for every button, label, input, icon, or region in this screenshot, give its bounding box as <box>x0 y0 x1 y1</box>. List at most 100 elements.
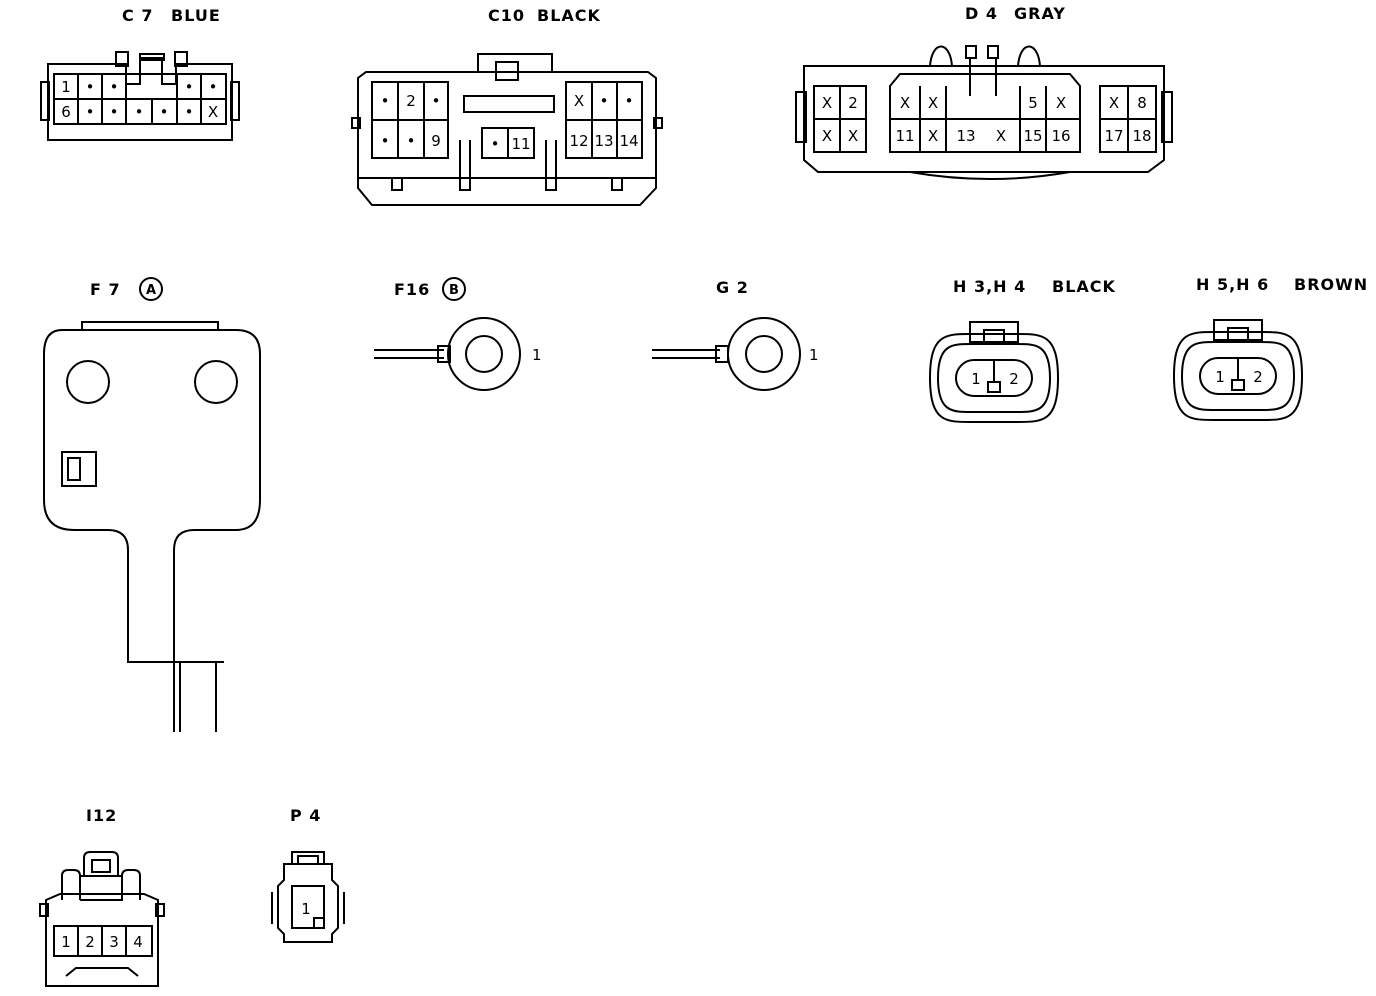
c10-pin-label: 12 <box>569 132 588 150</box>
c7-code: C 7 <box>122 6 153 25</box>
d4-pin-label: 18 <box>1132 127 1151 145</box>
f16-badge-circle <box>442 277 466 301</box>
h5h6-housing-outer <box>1172 331 1304 421</box>
h5h6-pin-label: 1 <box>1215 368 1225 386</box>
h3h4-pin-label: 1 <box>971 370 981 388</box>
d4-color: GRAY <box>1014 4 1066 23</box>
d4-middle-block <box>889 73 1081 153</box>
c10-pin-label: • <box>432 92 441 110</box>
d4-pin-label: X <box>900 94 910 112</box>
c10-code: C10 <box>488 6 525 25</box>
g2-ring-terminal <box>727 317 801 391</box>
i12-pin-label: 2 <box>85 933 95 951</box>
d4-pin-label: 17 <box>1104 127 1123 145</box>
c10-pin-label: 9 <box>431 132 441 150</box>
p4-pin-cavity <box>291 885 325 929</box>
f16-badge: B <box>449 283 459 298</box>
f16-pin-label: 1 <box>532 346 542 364</box>
d4-pin-label: X <box>1109 94 1119 112</box>
c7-side-tab-left <box>40 81 50 121</box>
c10-pin-label: X <box>574 92 584 110</box>
d4-pin-label: 13 <box>956 127 975 145</box>
f16-wire <box>374 349 444 359</box>
i12-housing-outline <box>45 893 159 987</box>
f7-mount-hole-left <box>66 360 110 404</box>
c7-pin-label: 6 <box>61 103 71 121</box>
f7-sensor-body <box>43 329 261 663</box>
connector-d4: D 4 GRAY X 2 X X X X 5 <box>795 4 1173 180</box>
c10-latch-key <box>495 61 519 81</box>
d4-pin-label: 8 <box>1137 94 1147 112</box>
f7-sensor-lead <box>173 662 217 732</box>
c10-pin-label: • <box>381 92 390 110</box>
d4-pin-label: X <box>928 94 938 112</box>
c10-pin-label: • <box>491 135 500 153</box>
g2-code: G 2 <box>716 278 749 297</box>
f7-terminal-slot <box>61 451 97 487</box>
g2-pin-label: 1 <box>809 346 819 364</box>
h5h6-code: H 5,H 6 <box>1196 275 1269 294</box>
connector-f7: F 7 A <box>43 277 261 732</box>
connector-h3h4: H 3,H 4 BLACK 1 2 <box>928 277 1116 423</box>
d4-code: D 4 <box>965 4 998 23</box>
d4-pin-label: X <box>928 127 938 145</box>
d4-pin-label: 11 <box>895 127 914 145</box>
d4-pin-label: X <box>848 127 858 145</box>
connector-c10: C10 BLACK • 2 • • • 9 • 11 X <box>351 6 663 206</box>
c7-pin-label: • <box>110 103 119 121</box>
f7-badge-circle <box>139 277 163 301</box>
c7-pin-label: • <box>86 78 95 96</box>
c7-pin-label: • <box>135 103 144 121</box>
c7-pin-label: • <box>110 78 119 96</box>
h3h4-code: H 3,H 4 <box>953 277 1026 296</box>
c7-pin-label: • <box>185 103 194 121</box>
f7-code: F 7 <box>90 280 121 299</box>
c7-pin-label: • <box>185 78 194 96</box>
p4-pin-label: 1 <box>301 900 311 918</box>
p4-housing-outline <box>277 863 339 943</box>
connector-g2: G 2 1 <box>652 278 819 391</box>
c10-pin-label: • <box>600 92 609 110</box>
d4-pin-label: 16 <box>1051 127 1070 145</box>
f7-badge: A <box>146 283 156 298</box>
d4-housing-outline <box>803 65 1165 173</box>
connector-p4: P 4 1 <box>271 806 345 943</box>
i12-pin-label: 3 <box>109 933 119 951</box>
connector-i12: I12 1 2 3 4 <box>39 806 165 987</box>
h3h4-housing-outer <box>928 333 1060 423</box>
i12-pin-label: 1 <box>61 933 71 951</box>
c10-pin-label: • <box>407 132 416 150</box>
c7-side-tab-right <box>230 81 240 121</box>
h5h6-pin-label: 2 <box>1253 368 1263 386</box>
d4-pin-label: 2 <box>848 94 858 112</box>
g2-wire <box>652 349 720 359</box>
f16-ring-terminal <box>447 317 521 391</box>
c10-pin-label: 11 <box>511 135 530 153</box>
d4-pin-label: 5 <box>1028 94 1038 112</box>
c7-latch-top <box>139 53 165 61</box>
d4-pin-label: 15 <box>1023 127 1042 145</box>
c10-pin-label: 14 <box>619 132 638 150</box>
c7-pin-label: 1 <box>61 78 71 96</box>
p4-code: P 4 <box>290 806 321 825</box>
h3h4-color: BLACK <box>1052 277 1116 296</box>
p4-latch <box>291 851 325 865</box>
c10-color: BLACK <box>537 6 601 25</box>
i12-pin-label: 4 <box>133 933 143 951</box>
c7-pin-label: • <box>86 103 95 121</box>
d4-pin-label: X <box>822 127 832 145</box>
connector-f16: F16 B 1 <box>374 277 542 391</box>
c7-latch-left <box>115 51 129 67</box>
c7-latch-right <box>174 51 188 67</box>
d4-pin-label: X <box>822 94 832 112</box>
c10-pin-label: • <box>625 92 634 110</box>
c10-pin-label: 13 <box>594 132 613 150</box>
d4-pin-label: X <box>996 127 1006 145</box>
connector-h5h6: H 5,H 6 BROWN 1 2 <box>1172 275 1368 421</box>
f7-mount-hole-right <box>194 360 238 404</box>
c7-pin-label: • <box>160 103 169 121</box>
i12-latch <box>83 851 119 876</box>
h5h6-color: BROWN <box>1294 275 1368 294</box>
i12-code: I12 <box>86 806 117 825</box>
